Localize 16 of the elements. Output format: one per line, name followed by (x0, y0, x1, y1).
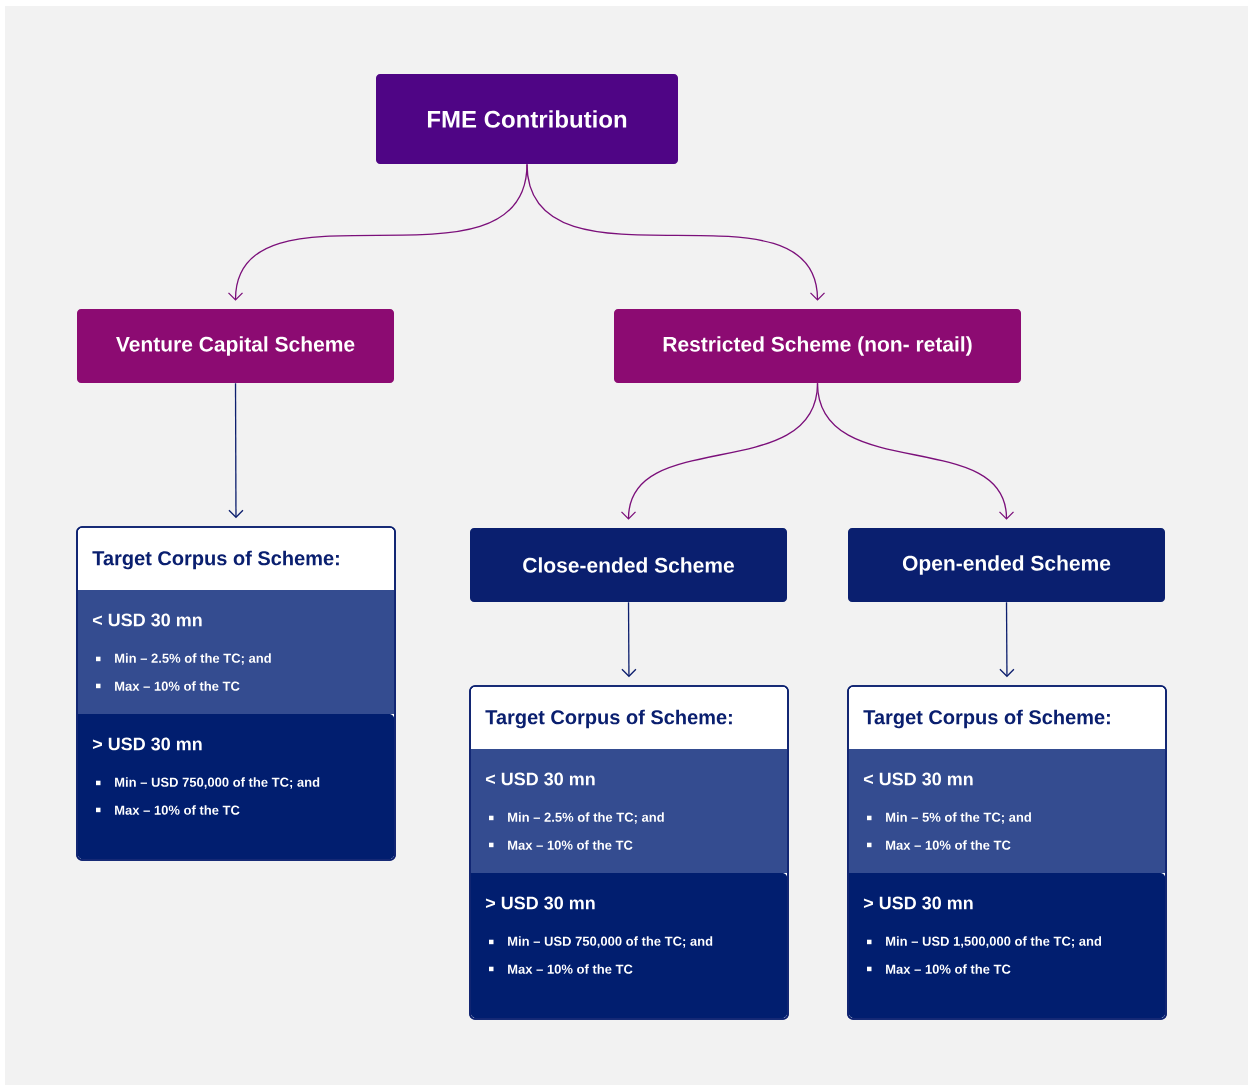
tier-panel: < USD 30 mn Min – 2.5% of the TC; and Max – 10% of the TC (77, 590, 395, 714)
arrow (228, 382, 244, 519)
scheme-box: Venture Capital Scheme (77, 309, 394, 383)
tier-panel: > USD 30 mn Min – USD 750,000 of the TC; and Max – 10% of the TC (470, 873, 788, 1019)
arrow (999, 601, 1015, 678)
tier-panel: > USD 30 mn Min – USD 750,000 of the TC; and Max – 10% of the TC (77, 714, 395, 860)
scheme-box: Close-ended Scheme (470, 528, 787, 602)
arrow (816, 382, 1015, 520)
tier-panel: > USD 30 mn Min – USD 1,500,000 of the TC; and Max – 10% of the TC (848, 873, 1166, 1019)
scheme-box: Open-ended Scheme (848, 528, 1165, 602)
scheme-box: Restricted Scheme (non- retail) (614, 309, 1021, 383)
tier-panel: < USD 30 mn Min – 2.5% of the TC; and Max – 10% of the TC (470, 749, 788, 873)
arrow (526, 163, 826, 301)
arrow (621, 601, 637, 678)
scheme-box: FME Contribution (376, 74, 678, 164)
tier-panel: < USD 30 mn Min – 5% of the TC; and Max – 10% of the TC (848, 749, 1166, 873)
